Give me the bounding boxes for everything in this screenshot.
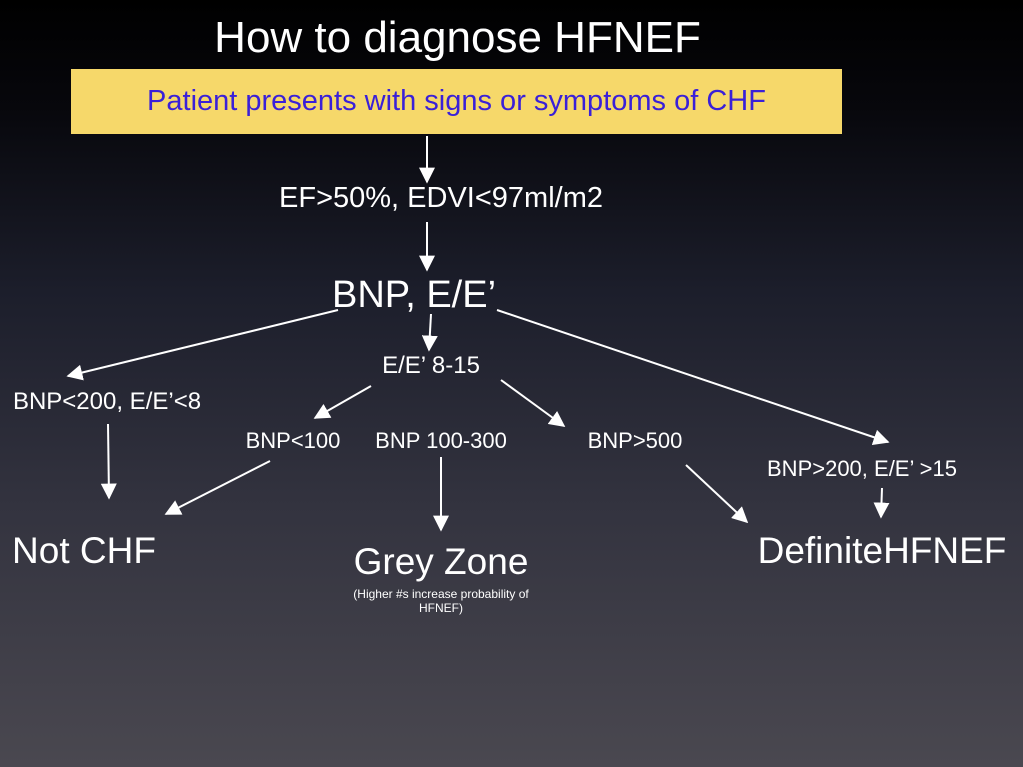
outcome-grey-zone: Grey Zone <box>353 541 529 582</box>
node-ee-8-15: E/E’ 8-15 <box>382 352 480 379</box>
node-bnp-100-300: BNP 100-300 <box>375 428 507 453</box>
page-title: How to diagnose HFNEF <box>214 13 701 62</box>
grey-zone-note: (Higher #s increase probability of HFNEF… <box>353 587 529 616</box>
node-bnp-lt100: BNP<100 <box>245 428 341 453</box>
arrow-ee-to-bnp-gt500 <box>500 379 566 427</box>
node-bnp-ee: BNP, E/E’ <box>331 274 497 316</box>
arrow-bnp-high-to-definite <box>873 487 890 519</box>
start-box-label: Patient presents with signs or symptoms … <box>147 85 766 117</box>
node-ef-edvi: EF>50%, EDVI<97ml/m2 <box>279 182 603 214</box>
arrow-bnp-low-to-not-chf <box>100 423 117 500</box>
outcome-not-chf: Not CHF <box>12 530 156 571</box>
arrow-bnp-to-bnp-low <box>66 309 339 381</box>
arrow-bnp-to-bnp-high <box>496 309 890 445</box>
node-bnp-gt500: BNP>500 <box>587 428 683 453</box>
start-box: Patient presents with signs or symptoms … <box>71 69 842 134</box>
arrow-ee-to-bnp-lt100 <box>313 385 372 419</box>
node-bnp-low: BNP<200, E/E’<8 <box>12 388 202 415</box>
node-bnp-high: BNP>200, E/E’ >15 <box>767 456 957 481</box>
arrow-bnp-to-ee <box>421 313 438 352</box>
arrow-bnp-lt100-to-not-chf <box>164 460 271 515</box>
outcome-definite-hfnef: DefiniteHFNEF <box>757 530 1007 571</box>
arrow-bnp-gt500-to-definite <box>685 464 749 524</box>
